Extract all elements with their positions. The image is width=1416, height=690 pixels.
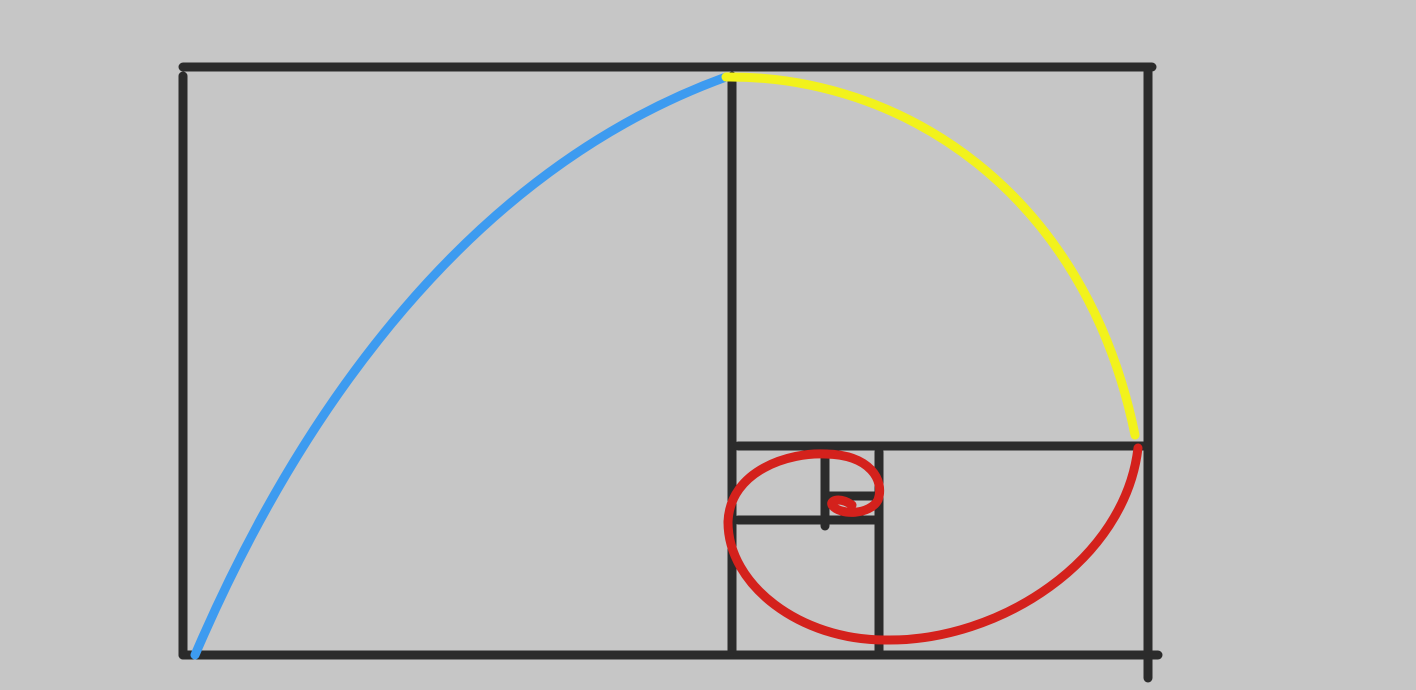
spiral-arc-red-2 [723, 517, 890, 645]
spiral-arc-red-3 [723, 449, 831, 527]
spiral-arc-blue [190, 72, 731, 660]
spiral-arc-yellow [721, 72, 1140, 440]
spiral-arc-red-4 [821, 449, 885, 517]
spiral-arc-red-1 [880, 443, 1143, 645]
